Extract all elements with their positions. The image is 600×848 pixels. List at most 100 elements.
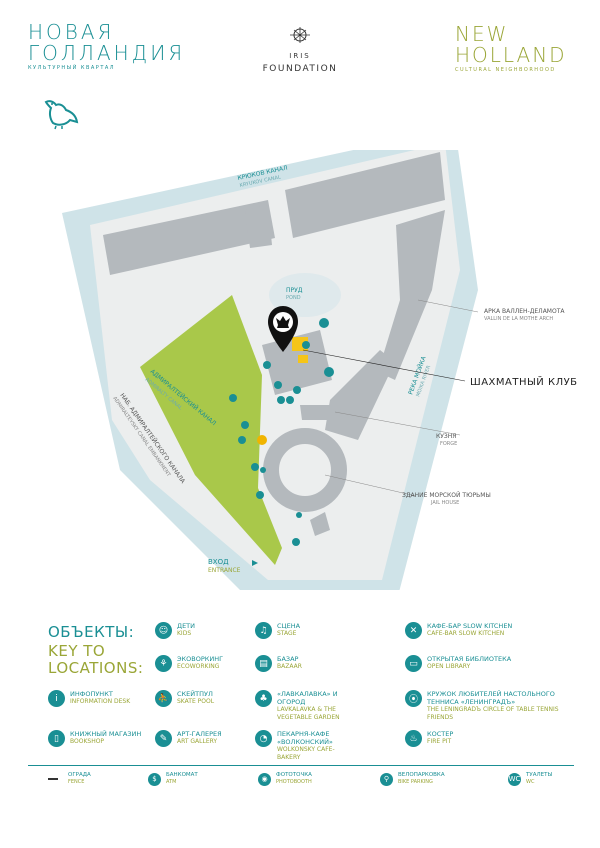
entrance-label: ВХОД <box>208 558 229 566</box>
marker-gallery-icon[interactable] <box>251 463 259 471</box>
legend-item-label-ru: ПЕКАРНЯ-КАФЕ «ВОЛКОНСКИЙ» <box>277 730 333 746</box>
legend-item-label-ru: КАФЕ-БАР SLOW KITCHEN <box>427 622 513 630</box>
legend-item-label-ru: ФОТОТОЧКА <box>276 772 312 778</box>
legend-item-label-ru: ДЕТИ <box>177 622 196 630</box>
legend-item-label-ru: КНИЖНЫЙ МАГАЗИН <box>70 730 142 738</box>
marker-cafe-icon[interactable] <box>319 318 329 328</box>
building-south-small <box>310 512 330 536</box>
marker-tennis-icon[interactable] <box>302 341 310 349</box>
marker-bazaar-icon[interactable] <box>277 396 285 404</box>
marker-ecoworking-icon[interactable] <box>263 361 271 369</box>
pond-label: ПРУД <box>286 287 303 294</box>
legend-item-label-ru: КРУЖОК ЛЮБИТЕЛЕЙ НАСТОЛЬНОГО ТЕННИСА «ЛЕ… <box>427 690 555 706</box>
wc-icon: WC <box>508 772 521 786</box>
legend-title-en-line2: LOCATIONS: <box>48 659 144 677</box>
building-south-east <box>325 350 395 440</box>
legend-item-label-ru: ОГРАДА <box>68 772 91 778</box>
gallery-icon: ✎ <box>155 730 172 747</box>
pond-label-en: POND <box>286 295 301 301</box>
jail-house-label: ЗДАНИЕ МОРСКОЙ ТЮРЬМЫ <box>402 492 491 499</box>
marker-firepit-icon[interactable] <box>257 435 267 445</box>
arch-callout-line <box>417 299 479 313</box>
legend-item-label-en: BAZAAR <box>277 663 302 670</box>
legend-item-tennis: ⦿КРУЖОК ЛЮБИТЕЛЕЙ НАСТОЛЬНОГО ТЕННИСА «Л… <box>405 690 585 722</box>
brand-en-line1: NEW <box>455 22 509 46</box>
pond <box>269 273 341 317</box>
marker-library-icon[interactable] <box>286 396 294 404</box>
kids-icon: ☺ <box>155 622 172 639</box>
marker-atm-icon[interactable] <box>296 512 302 518</box>
legend-item-label-en: STAGE <box>277 630 297 637</box>
library-icon: ▭ <box>405 655 422 672</box>
entrance-arrow-icon[interactable] <box>252 560 258 566</box>
marker-camera-icon[interactable] <box>292 538 300 546</box>
entrance-label-en: ENTRANCE <box>208 567 241 574</box>
jail-house-label-en: JAIL HOUSE <box>430 500 459 506</box>
legend-item-label-en: BOOKSHOP <box>70 738 105 745</box>
legend-item-bakery: ◔ПЕКАРНЯ-КАФЕ «ВОЛКОНСКИЙ»WOLKONSKY CAFE… <box>255 730 350 762</box>
legend-item-label-en: LAVKALAVKA & THE VEGETABLE GARDEN <box>277 706 340 721</box>
marker-skate-icon[interactable] <box>238 436 246 444</box>
legend-item-label-en: FIRE PIT <box>427 738 452 745</box>
chess-club-pin-icon[interactable] <box>268 306 298 352</box>
brand-ru-subtitle: КУЛЬТУРНЫЙ КВАРТАЛ <box>28 65 116 71</box>
legend-item-label-en: OPEN LIBRARY <box>427 663 471 670</box>
arch-label: АРКА ВАЛЛЕН-ДЕЛАМОТА <box>484 308 565 315</box>
marker-kids-icon[interactable] <box>241 421 249 429</box>
building-north-west <box>103 200 275 275</box>
cafe-icon: ✕ <box>405 622 422 639</box>
marker-stage-icon[interactable] <box>324 367 334 377</box>
bazaar-icon: ▤ <box>255 655 272 672</box>
legend-item-label-ru: ИНФОПУНКТ <box>70 690 113 698</box>
brand-logo-en: NEW HOLLAND CULTURAL NEIGHBORHOOD <box>455 22 567 74</box>
legend-item-label-en: KIDS <box>177 630 192 637</box>
buildings <box>103 152 445 536</box>
legend-title-en-line1: KEY TO <box>48 642 106 660</box>
marker-bike-icon[interactable] <box>293 386 301 394</box>
firepit-icon: ♨ <box>405 730 422 747</box>
legend-item-label-ru: ТУАЛЕТЫ <box>526 772 553 778</box>
legend-item-label-en: ATM <box>166 779 177 785</box>
forge-callout-line <box>334 411 461 436</box>
marker-info-icon[interactable] <box>229 394 237 402</box>
chess-club-area-2 <box>298 355 308 363</box>
bakery-icon: ◔ <box>255 730 272 747</box>
building-forge <box>300 405 342 420</box>
marker-garden-icon[interactable] <box>260 467 266 473</box>
jail-house-building <box>263 428 347 512</box>
info-icon: i <box>48 690 65 707</box>
legend-item-label-en: ART GALLERY <box>177 738 218 745</box>
legend-item-label-en: ECOWORKING <box>177 663 220 670</box>
legend-item-label-en: THE LENINGRADЪ CIRCLE OF TABLE TENNIS FR… <box>427 706 559 721</box>
stage-icon: ♫ <box>255 622 272 639</box>
ecoworking-icon: ⚘ <box>155 655 172 672</box>
jail-callout-line <box>324 474 417 497</box>
forge-label-en: FORGE <box>440 441 457 447</box>
legend-item-label-en: FENCE <box>68 779 85 785</box>
legend-item-label-ru: КОСТЕР <box>427 730 454 738</box>
legend-divider <box>28 765 574 766</box>
marker-bookshop-icon[interactable] <box>256 491 264 499</box>
marker-wc-icon[interactable] <box>274 381 282 389</box>
